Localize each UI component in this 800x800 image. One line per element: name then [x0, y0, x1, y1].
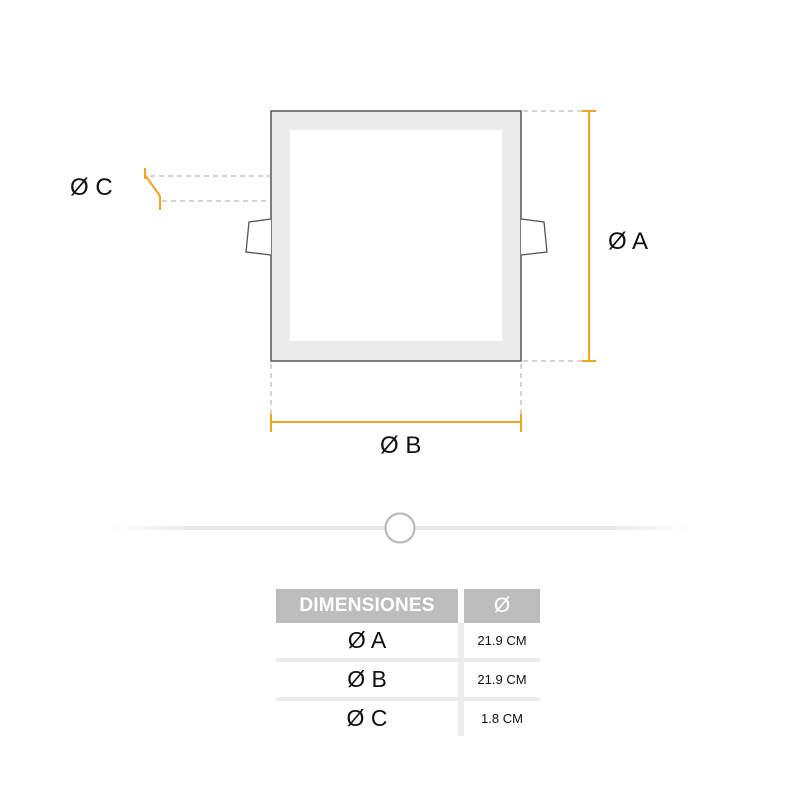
row-value: 1.8 CM — [481, 711, 523, 726]
section-separator — [110, 512, 690, 544]
column-divider — [458, 662, 464, 697]
dimension-label-b: Ø B — [380, 432, 422, 459]
row-label: Ø C — [346, 705, 388, 731]
table-row: Ø B 21.9 CM — [276, 658, 540, 697]
table-row: Ø C 1.8 CM — [276, 697, 540, 736]
separator-circle-icon — [384, 512, 416, 544]
row-value: 21.9 CM — [477, 672, 527, 687]
dimension-line-b — [270, 414, 522, 432]
left-mounting-clip — [245, 218, 272, 256]
dimensions-table: DIMENSIONES Ø Ø A 21.9 CM Ø B 21.9 CM Ø … — [276, 589, 540, 736]
table-row: Ø A 21.9 CM — [276, 623, 540, 658]
header-gap — [458, 589, 464, 623]
dimension-line-c — [144, 168, 161, 210]
row-value: 21.9 CM — [477, 633, 527, 648]
table-body: Ø A 21.9 CM Ø B 21.9 CM Ø C 1.8 CM — [276, 623, 540, 736]
header-diameter-symbol: Ø — [464, 589, 540, 623]
panel-light-area — [290, 130, 502, 341]
dimension-label-c: Ø C — [70, 174, 113, 201]
header-dimensiones: DIMENSIONES — [276, 589, 458, 623]
table-header-row: DIMENSIONES Ø — [276, 589, 540, 623]
right-mounting-clip — [520, 218, 548, 256]
dimension-diagram — [144, 110, 596, 432]
row-label: Ø B — [347, 666, 387, 692]
column-divider — [458, 623, 464, 658]
row-label: Ø A — [347, 627, 387, 653]
dimension-line-a — [582, 110, 596, 362]
extension-lines — [150, 110, 588, 420]
column-divider — [458, 701, 464, 736]
dimension-label-a: Ø A — [608, 228, 649, 255]
